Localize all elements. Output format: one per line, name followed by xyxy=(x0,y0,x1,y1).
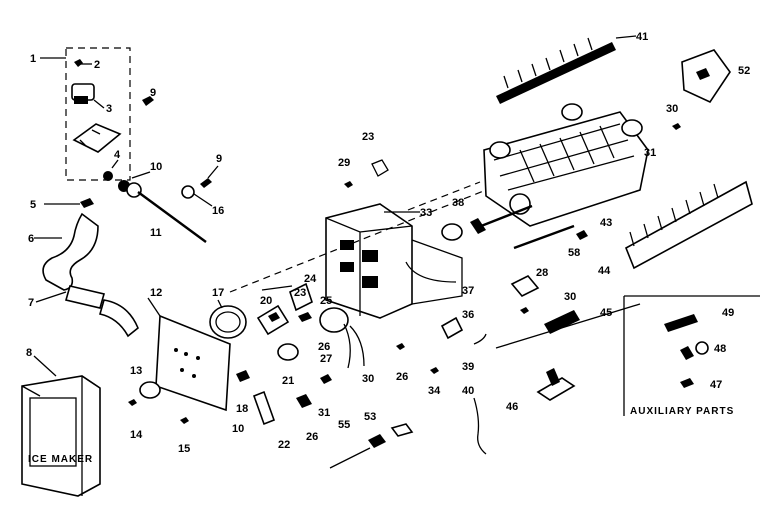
part-label: 48 xyxy=(714,343,726,355)
auxiliary-parts-box: AUXILIARY PARTS xyxy=(623,295,760,417)
part-label: 58 xyxy=(568,247,580,259)
part-label: 12 xyxy=(150,287,162,299)
part-label: 43 xyxy=(600,217,612,229)
part-label: 8 xyxy=(26,347,32,359)
part-label: 40 xyxy=(462,385,474,397)
part-label: 31 xyxy=(644,147,656,159)
mounting-plate-12 xyxy=(147,297,247,412)
part-label: 49 xyxy=(722,307,734,319)
ejector-41 xyxy=(496,35,637,104)
part-label: 36 xyxy=(462,309,474,321)
part-label: 44 xyxy=(598,265,611,277)
part-label: 13 xyxy=(130,365,142,377)
part-label: 18 xyxy=(236,403,248,415)
part-label: 30 xyxy=(362,373,374,385)
part-label: 2 xyxy=(94,59,100,71)
part-label: 34 xyxy=(428,385,441,397)
part-group-1 xyxy=(40,47,131,181)
part-label: 23 xyxy=(294,287,306,299)
part-label: 28 xyxy=(536,267,548,279)
part-label: 55 xyxy=(338,419,350,431)
part-label: 21 xyxy=(282,375,294,387)
part-label: 46 xyxy=(506,401,518,413)
part-label: 6 xyxy=(28,233,34,245)
part-label: 23 xyxy=(362,131,374,143)
part-label: 24 xyxy=(304,273,317,285)
part-label: 33 xyxy=(420,207,432,219)
part-label: 4 xyxy=(114,149,121,161)
part-label: 45 xyxy=(600,307,612,319)
part-label: 26 xyxy=(306,431,318,443)
small-parts xyxy=(128,282,365,426)
auxiliary-caption: AUXILIARY PARTS xyxy=(630,406,734,417)
cover-52 xyxy=(681,49,731,104)
panel-text: ICE MAKER xyxy=(28,454,93,465)
part-label: 7 xyxy=(28,297,34,309)
part-label: 37 xyxy=(462,285,474,297)
part-label: 26 xyxy=(396,371,408,383)
part-label: 16 xyxy=(212,205,224,217)
part-label: 1 xyxy=(30,53,36,65)
housing-33 xyxy=(325,159,463,319)
part-label: 52 xyxy=(738,65,750,77)
heater-parts xyxy=(441,123,681,334)
part-label: 26 xyxy=(318,341,330,353)
part-labels: 1 2 3 4 5 6 7 8 9 9 10 10 11 12 13 14 15… xyxy=(26,31,750,455)
part-label: 29 xyxy=(338,157,350,169)
shaft-assembly xyxy=(118,96,219,243)
part-label: 30 xyxy=(666,103,678,115)
stripper-44 xyxy=(624,180,753,270)
part-label: 5 xyxy=(30,199,36,211)
part-label: 30 xyxy=(564,291,576,303)
part-label: 31 xyxy=(318,407,330,419)
part-label: 17 xyxy=(212,287,224,299)
part-label: 10 xyxy=(150,161,162,173)
part-label: 41 xyxy=(636,31,648,43)
part-label: 15 xyxy=(178,443,190,455)
water-tubing xyxy=(34,198,139,338)
part-label: 14 xyxy=(130,429,143,441)
ice-mold-31 xyxy=(483,103,649,227)
control-box-8: ICE MAKER xyxy=(21,355,101,497)
part-label: 27 xyxy=(320,353,332,365)
alignment-line xyxy=(229,189,487,293)
part-label: 47 xyxy=(710,379,722,391)
part-label: 9 xyxy=(216,153,222,165)
part-label: 38 xyxy=(452,197,464,209)
part-label: 22 xyxy=(278,439,290,451)
part-label: 10 xyxy=(232,423,244,435)
part-label: 39 xyxy=(462,361,474,373)
lower-parts xyxy=(329,261,641,469)
part-label: 20 xyxy=(260,295,272,307)
part-label: 3 xyxy=(106,103,112,115)
part-label: 53 xyxy=(364,411,376,423)
part-label: 25 xyxy=(320,295,332,307)
part-label: 9 xyxy=(150,87,156,99)
part-label: 11 xyxy=(150,227,162,239)
